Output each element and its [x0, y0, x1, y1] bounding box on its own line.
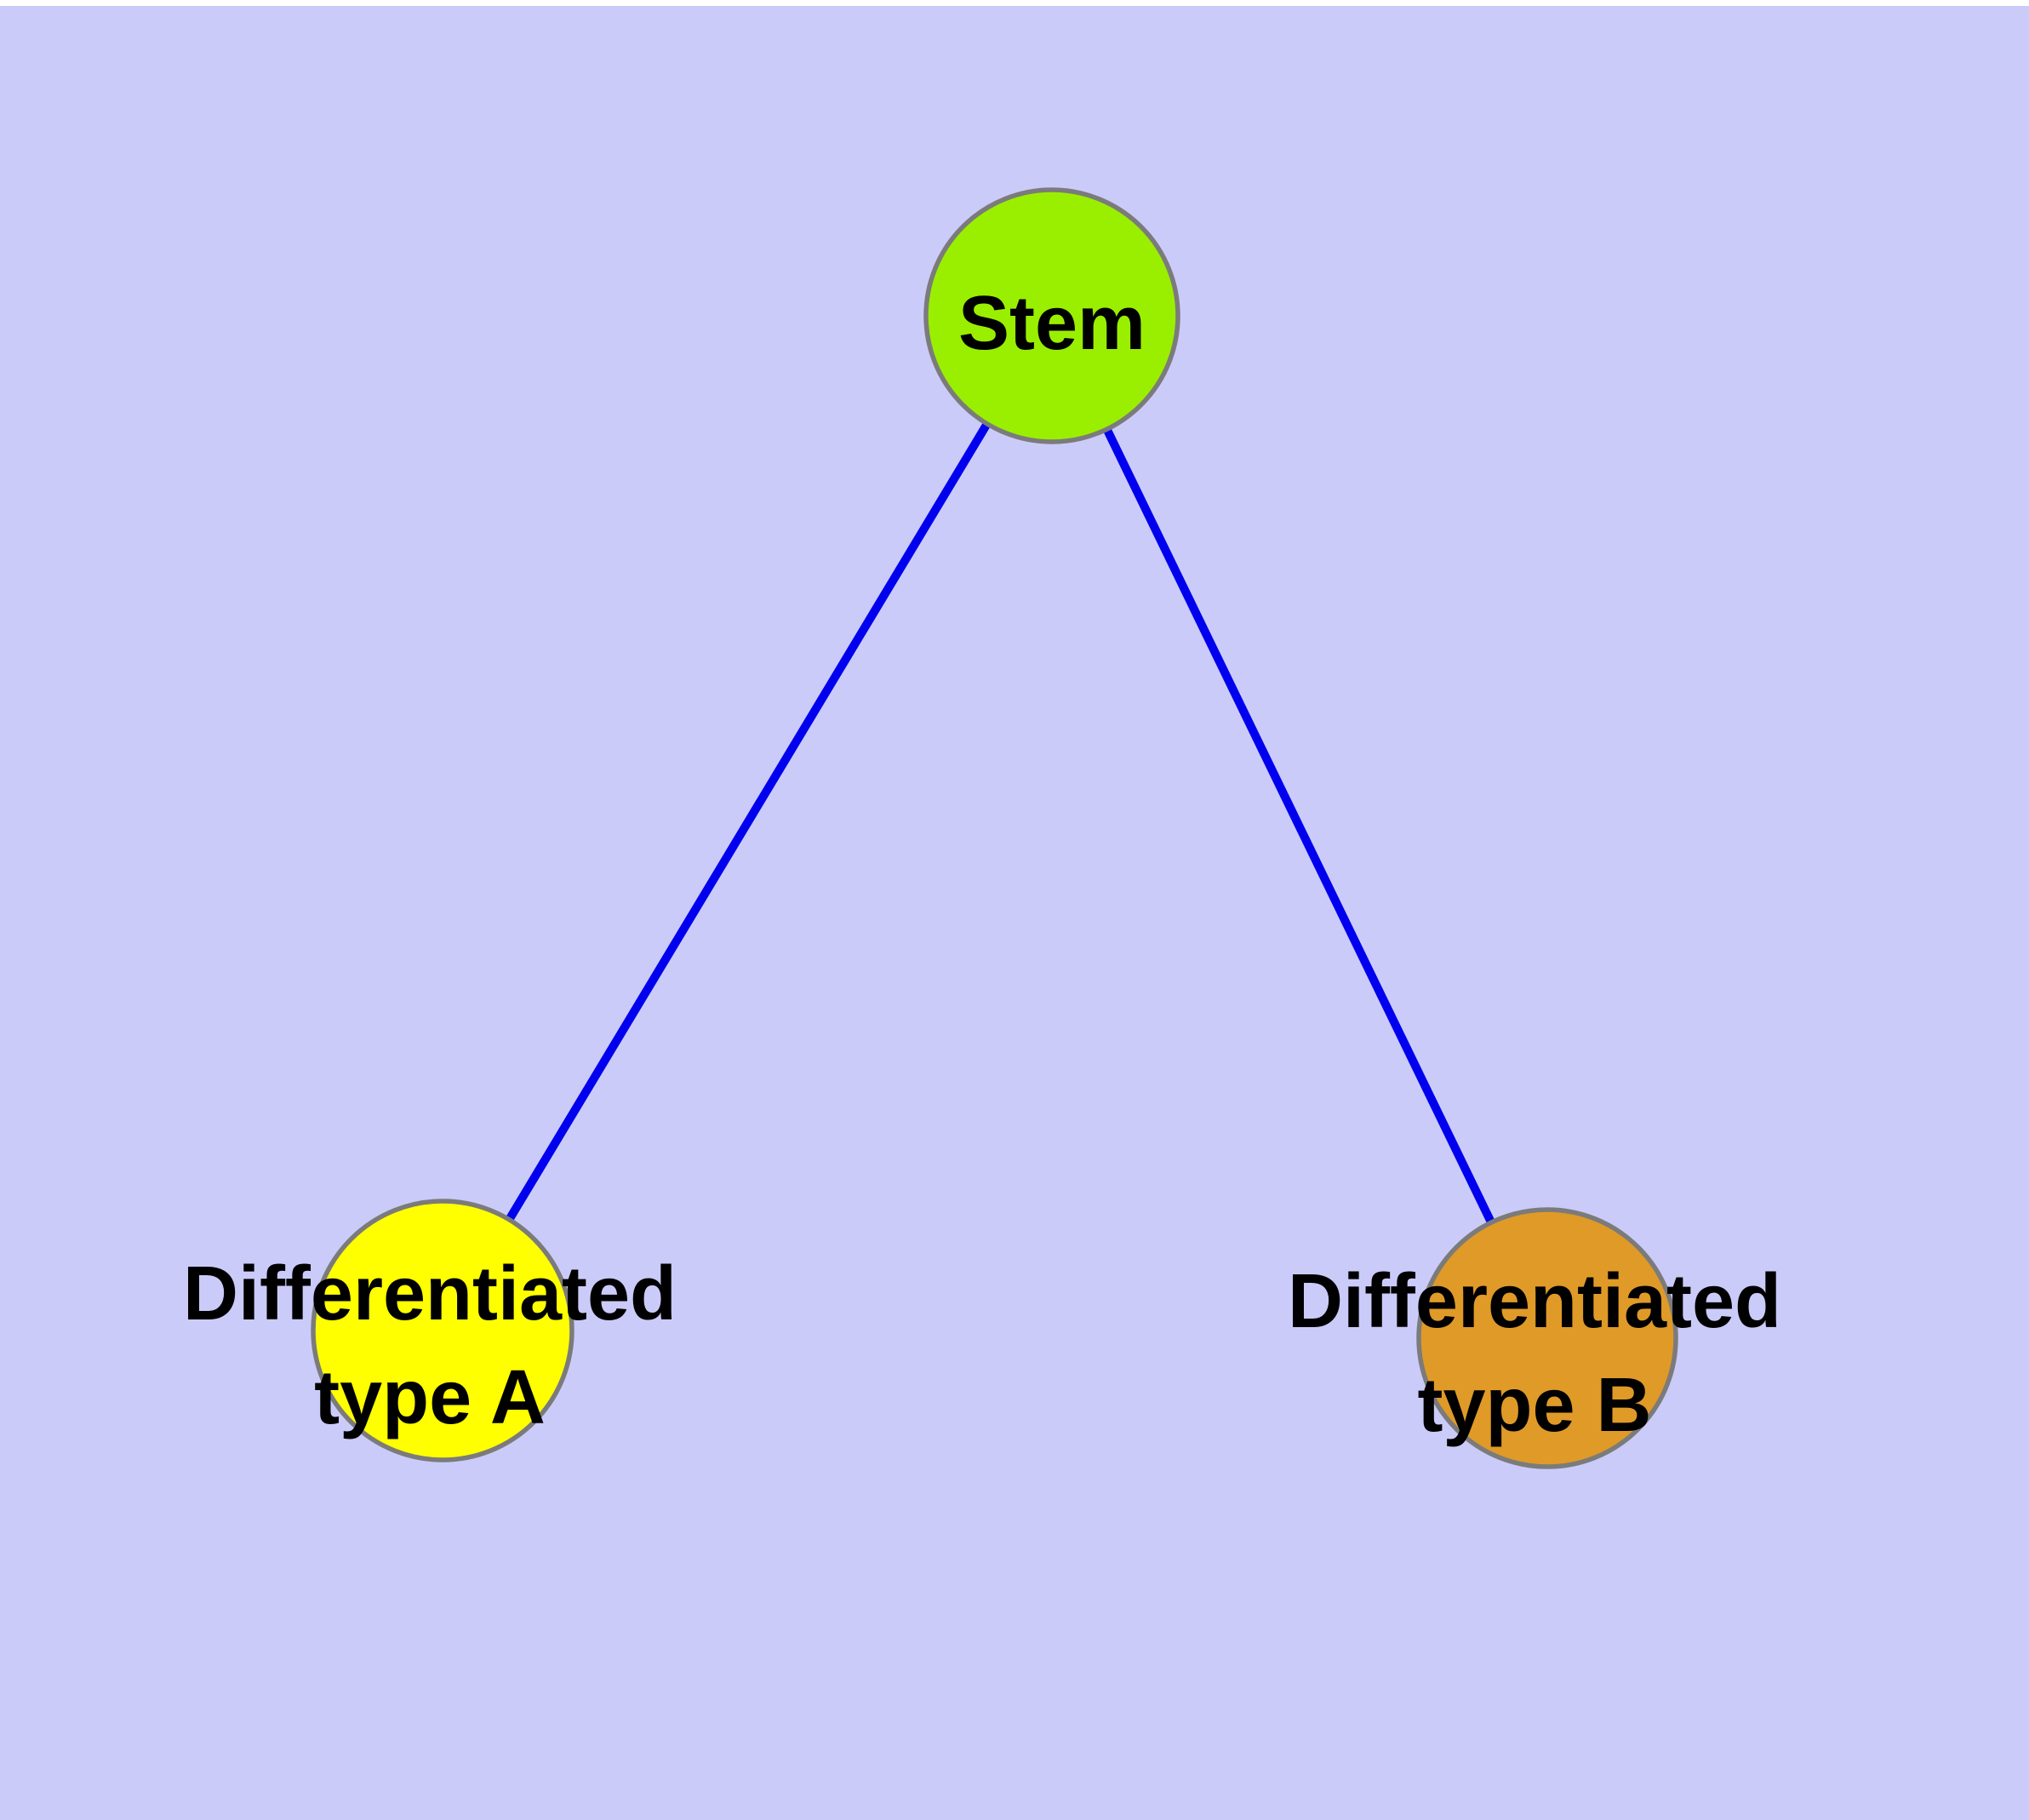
node-label-line: Stem: [958, 281, 1146, 366]
edge-stem-to-differentiated-type-b: [1048, 313, 1552, 1341]
node-circle-differentiated-type-a: [311, 1199, 574, 1462]
edge-stem-to-differentiated-type-a: [438, 313, 1056, 1333]
node-label-differentiated-type-b: Differentiated type B: [1288, 1259, 1781, 1448]
node-label-line: type B: [1417, 1363, 1651, 1448]
node-circle-stem: [923, 187, 1180, 444]
node-label-stem: Stem: [958, 281, 1146, 366]
node-label-line: Differentiated: [183, 1251, 677, 1336]
node-label-differentiated-type-a: Differentiated type A: [183, 1251, 677, 1440]
node-label-line: Differentiated: [1288, 1259, 1781, 1344]
node-circle-differentiated-type-b: [1416, 1207, 1678, 1469]
node-label-line: type A: [314, 1355, 546, 1440]
